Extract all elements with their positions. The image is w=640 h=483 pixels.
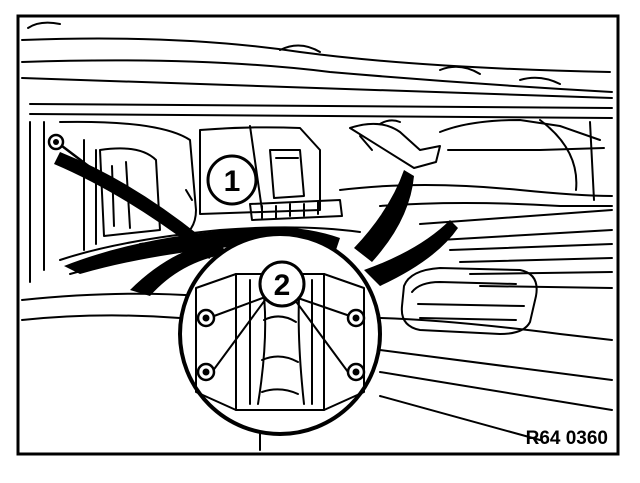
screw-detail-lower-right	[346, 362, 366, 382]
screw-detail-upper-right	[346, 308, 366, 328]
blower-housing	[199, 125, 343, 221]
screw-detail-lower-left	[196, 362, 216, 382]
leader-line-screw	[61, 145, 211, 259]
callout-2-label: 2	[274, 269, 291, 302]
callout-1-label: 1	[224, 165, 241, 198]
callout-2: 2	[258, 260, 306, 308]
dashboard-upper-structure	[21, 21, 613, 119]
floor-pad	[400, 267, 538, 335]
reference-code: R64 0360	[526, 428, 608, 449]
screw-detail-upper-left	[196, 308, 216, 328]
right-side-components	[339, 119, 613, 289]
callout-1: 1	[206, 154, 258, 206]
screw-top-left	[47, 133, 65, 151]
